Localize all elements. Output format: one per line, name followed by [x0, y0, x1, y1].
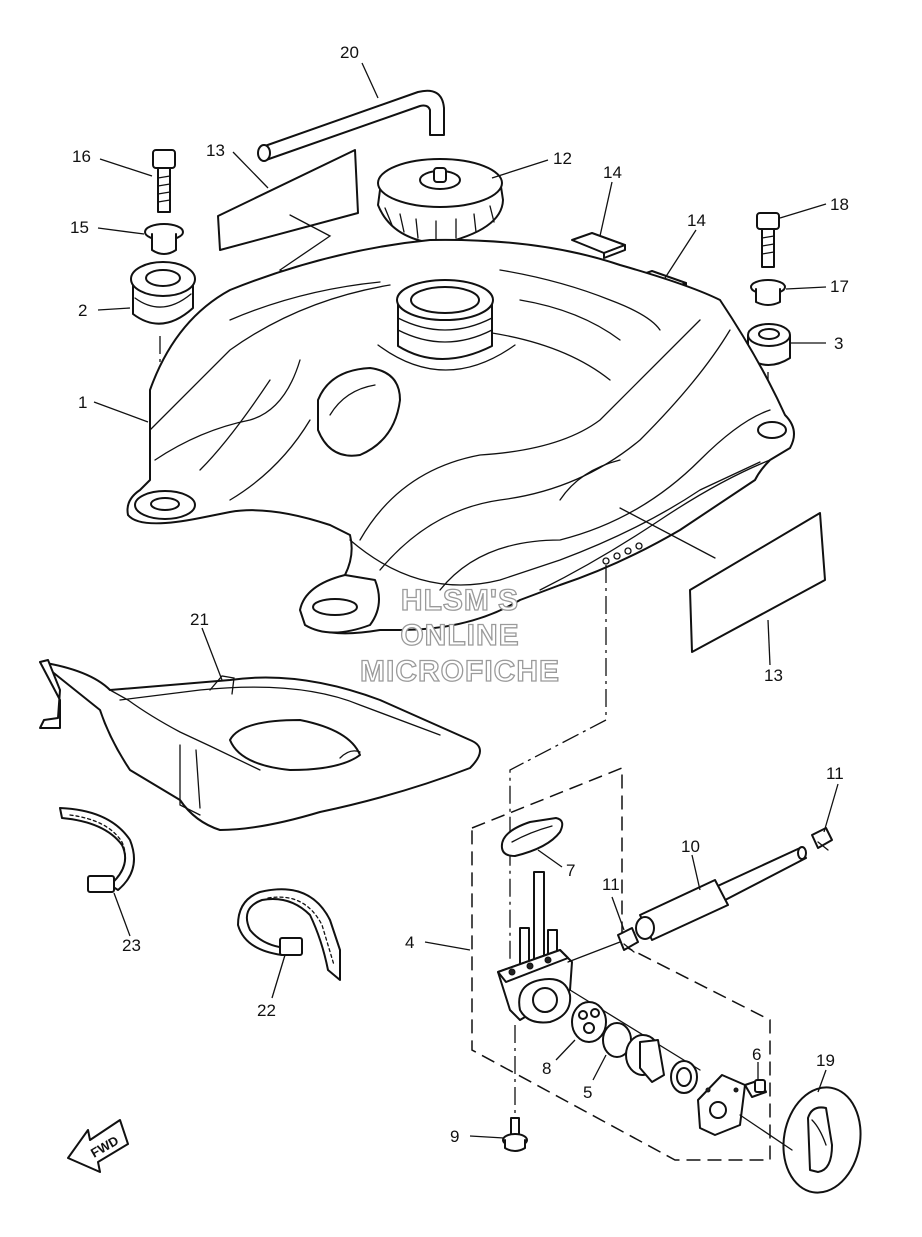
fwd-arrow: FWD	[67, 1119, 129, 1173]
callout-13-upper: 13	[206, 141, 225, 160]
part-3-grommet[interactable]	[747, 323, 791, 366]
watermark-line-1: HLSM'S	[401, 584, 519, 617]
callout-4: 4	[405, 933, 414, 952]
callout-19: 19	[816, 1051, 835, 1070]
callout-15: 15	[70, 218, 89, 237]
part-15-collar[interactable]	[144, 223, 184, 255]
part-16-bolt[interactable]	[152, 149, 176, 213]
callout-21: 21	[190, 610, 209, 629]
part-11-clip-upper[interactable]	[811, 827, 833, 851]
part-4-fuel-cock[interactable]	[497, 871, 701, 1071]
callout-7: 7	[566, 861, 575, 880]
part-20-breather-hose[interactable]	[257, 89, 445, 162]
hose-to-cock-line	[567, 941, 621, 963]
part-17-collar[interactable]	[750, 279, 786, 306]
watermark-line-3: MICROFICHE	[360, 655, 560, 688]
fuel-cock-lever[interactable]	[625, 1034, 665, 1083]
part-23-band[interactable]	[59, 807, 135, 893]
callout-2: 2	[78, 301, 87, 320]
part-11-clip-lower[interactable]	[617, 927, 639, 953]
part-7-gasket[interactable]	[500, 817, 564, 857]
part-8-filter[interactable]	[571, 1001, 607, 1043]
part-4-fuel-cock-boundary	[471, 766, 771, 1161]
callout-6: 6	[752, 1045, 761, 1064]
part-14-pad-a[interactable]	[571, 232, 626, 259]
knob-axis-line	[739, 1114, 793, 1151]
watermark-line-2: ONLINE	[400, 619, 519, 652]
fuel-cock-seal[interactable]	[670, 1060, 698, 1094]
callout-3: 3	[834, 334, 843, 353]
part-19-knob[interactable]	[775, 1081, 868, 1199]
part-9-drain-bolt[interactable]	[502, 1117, 528, 1152]
leader-lines	[93, 62, 839, 1139]
callout-5: 5	[583, 1083, 592, 1102]
fuel-cock-cover-plate[interactable]	[697, 1074, 746, 1136]
callout-20: 20	[340, 43, 359, 62]
callouts: 20 16 13 12 14 14 15 2 1 18 17 3 13 21 1…	[70, 43, 849, 1146]
part-13-lower-label[interactable]	[619, 507, 826, 653]
callout-16: 16	[72, 147, 91, 166]
tank-emboss-marks	[602, 542, 643, 565]
callout-12: 12	[553, 149, 572, 168]
callout-22: 22	[257, 1001, 276, 1020]
callout-17: 17	[830, 277, 849, 296]
callout-10: 10	[681, 837, 700, 856]
part-6-screw[interactable]	[744, 1079, 767, 1098]
part-10-fuel-hose[interactable]	[635, 846, 807, 941]
callout-11-lower: 11	[602, 875, 620, 894]
callout-9: 9	[450, 1127, 459, 1146]
callout-18: 18	[830, 195, 849, 214]
part-21-cover[interactable]	[39, 659, 481, 831]
part-1-fuel-tank[interactable]	[126, 238, 795, 635]
callout-13-lower: 13	[764, 666, 783, 685]
part-18-bolt[interactable]	[756, 212, 780, 268]
callout-11-upper: 11	[826, 764, 844, 783]
callout-23: 23	[122, 936, 141, 955]
part-12-fuel-cap[interactable]	[377, 158, 504, 245]
callout-14-a: 14	[603, 163, 622, 182]
callout-14-b: 14	[687, 211, 706, 230]
part-22-band[interactable]	[237, 888, 341, 981]
callout-8: 8	[542, 1059, 551, 1078]
part-2-grommet[interactable]	[130, 261, 196, 325]
fuel-cock-axis	[509, 565, 607, 960]
callout-1: 1	[78, 393, 87, 412]
watermark: HLSM'S ONLINE MICROFICHE	[359, 583, 560, 688]
